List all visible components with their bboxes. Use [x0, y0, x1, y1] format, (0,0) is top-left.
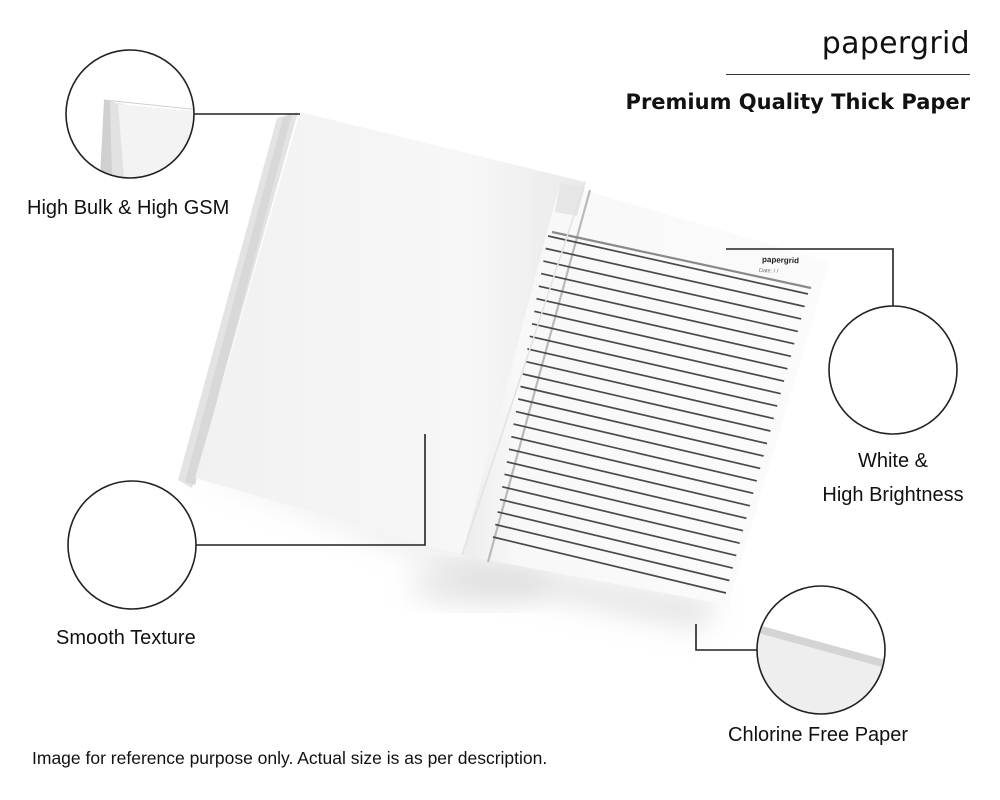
left-page — [195, 112, 585, 555]
ruled-line — [543, 260, 802, 320]
ruled-line — [499, 498, 737, 557]
connector-lines — [194, 113, 894, 651]
ruled-line — [513, 423, 757, 482]
ruled-line — [540, 272, 798, 333]
brand-logo: papergrid — [821, 26, 970, 61]
ruled-line — [524, 360, 774, 420]
header-divider — [726, 74, 970, 75]
ruled-line — [504, 473, 744, 532]
disclaimer: Image for reference purpose only. Actual… — [32, 748, 548, 768]
connector-texture — [196, 434, 426, 546]
ruled-line — [497, 511, 733, 569]
ruled-line — [529, 335, 781, 395]
notebook: papergrid Date: / / — [178, 112, 830, 605]
feature-label-texture: Smooth Texture — [56, 627, 196, 649]
callout-circle-brightness — [828, 305, 958, 435]
callout-circle-texture — [67, 480, 197, 610]
ruled-line — [520, 385, 768, 445]
callout-circle-chlorine — [756, 585, 886, 715]
ruled-line — [531, 322, 785, 383]
ruled-line — [534, 310, 788, 370]
connector-brightness — [726, 248, 894, 306]
callout-circle-bulk — [65, 49, 195, 179]
ruled-line — [518, 398, 764, 457]
ruled-line — [506, 460, 747, 520]
notebook-date-label: Date: / / — [759, 268, 779, 275]
ruled-line — [492, 536, 727, 594]
ruled-line — [527, 348, 778, 407]
notebook-brand-mark: papergrid — [762, 255, 799, 265]
ruled-line — [538, 285, 795, 345]
feature-label-brightness-line1: White & — [857, 450, 929, 472]
connector-chlorine — [695, 624, 757, 651]
ruled-lines — [492, 235, 809, 594]
tagline: Premium Quality Thick Paper — [625, 90, 970, 114]
ruled-line — [536, 297, 792, 358]
ruled-line — [547, 235, 809, 295]
ruled-line — [495, 523, 730, 582]
feature-label-brightness-line2: High Brightness — [822, 484, 964, 506]
ruled-line — [515, 410, 761, 470]
ruled-line — [511, 435, 754, 495]
feature-label-chlorine: Chlorine Free Paper — [728, 724, 909, 746]
ruled-line — [545, 247, 805, 308]
ruled-line — [522, 373, 771, 432]
ruled-line — [502, 485, 740, 545]
ruled-line — [508, 448, 751, 507]
feature-label-bulk: High Bulk & High GSM — [27, 197, 230, 219]
